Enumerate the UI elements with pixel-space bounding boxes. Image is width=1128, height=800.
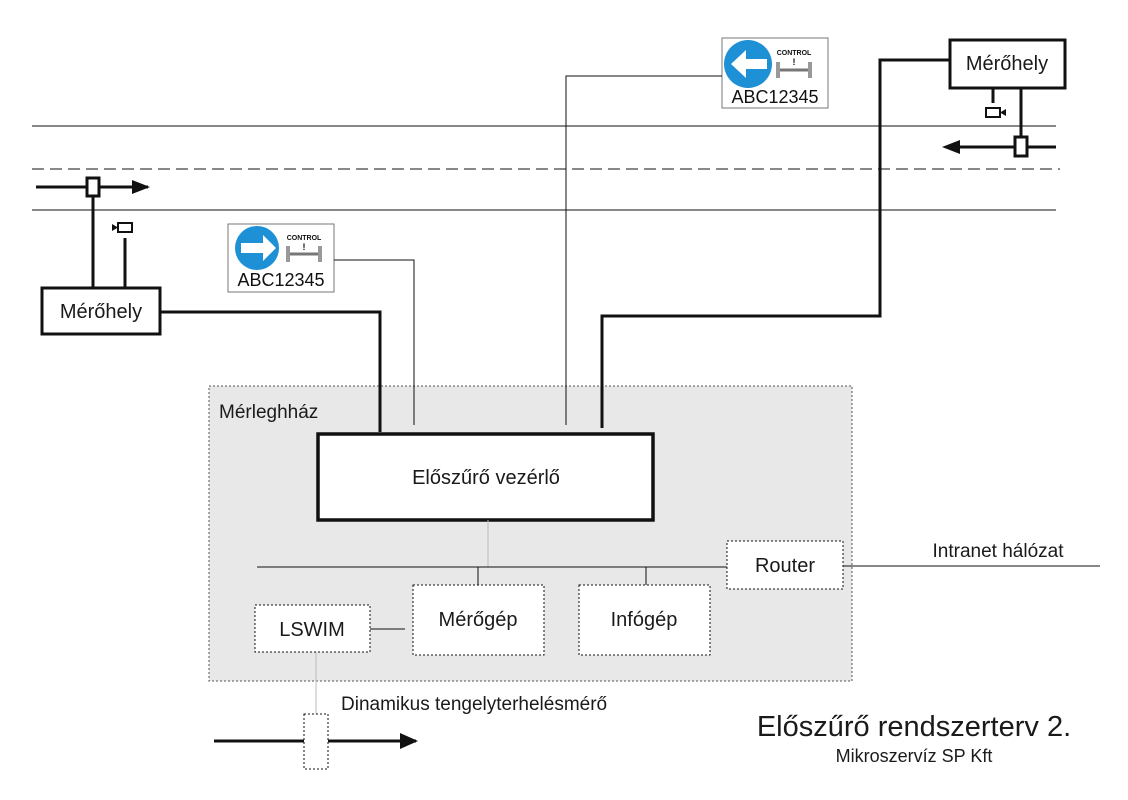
camera-icon	[985, 107, 1006, 118]
sign-right-arrow: CONTROL ! ABC12345	[227, 223, 335, 293]
link-merohely-right-to-controller	[600, 58, 950, 428]
footer-title: Előszűrő rendszerterv 2.	[757, 711, 1071, 743]
axle-icon	[286, 246, 322, 262]
intranet-label: Intranet hálózat	[933, 541, 1065, 562]
control-label: CONTROL	[777, 50, 812, 57]
link-sign-left-to-controller	[565, 75, 722, 425]
link-sign-right-to-controller	[334, 259, 415, 425]
axle-sensor-icon	[1013, 135, 1029, 158]
infogep-box: Infógép	[578, 584, 711, 656]
lane-left	[36, 176, 150, 288]
axle-icon	[776, 62, 812, 78]
merohely-left-box: Mérőhely	[40, 286, 162, 336]
link-merohely-left-to-controller	[160, 310, 382, 432]
camera-icon	[112, 222, 133, 233]
router-box: Router	[726, 540, 844, 590]
control-excl: !	[793, 57, 796, 67]
wim-sensor-box	[303, 713, 329, 770]
control-label: CONTROL	[287, 235, 322, 242]
lane-right	[942, 88, 1056, 158]
arrow-head-icon	[942, 140, 960, 154]
plate-text: ABC12345	[237, 270, 324, 290]
meroegep-box: Mérőgép	[412, 584, 545, 656]
control-excl: !	[303, 242, 306, 252]
merleghaz-label: Mérleghház	[219, 402, 318, 423]
merohely-right-box: Mérőhely	[948, 38, 1067, 90]
arrow-head-icon	[132, 180, 150, 194]
merohely-left-label: Mérőhely	[60, 301, 142, 323]
road	[32, 125, 1060, 211]
plate-text: ABC12345	[731, 87, 818, 107]
eloszuro-vezerlo-box: Előszűrő vezérlő	[316, 432, 655, 522]
footer-subtitle: Mikroszervíz SP Kft	[836, 746, 993, 766]
meroegep-label: Mérőgép	[439, 609, 518, 631]
eloszuro-label: Előszűrő vezérlő	[412, 467, 560, 489]
arrow-head-icon	[400, 733, 418, 749]
axle-sensor-icon	[85, 176, 101, 198]
infogep-label: Infógép	[611, 609, 678, 631]
sign-left-arrow: CONTROL ! ABC12345	[721, 37, 829, 109]
router-label: Router	[755, 555, 815, 577]
lswim-box: LSWIM	[254, 604, 371, 653]
merohely-right-label: Mérőhely	[966, 53, 1048, 75]
dinamikus-label: Dinamikus tengelyterhelésmérő	[341, 694, 607, 715]
lswim-label: LSWIM	[279, 619, 345, 641]
